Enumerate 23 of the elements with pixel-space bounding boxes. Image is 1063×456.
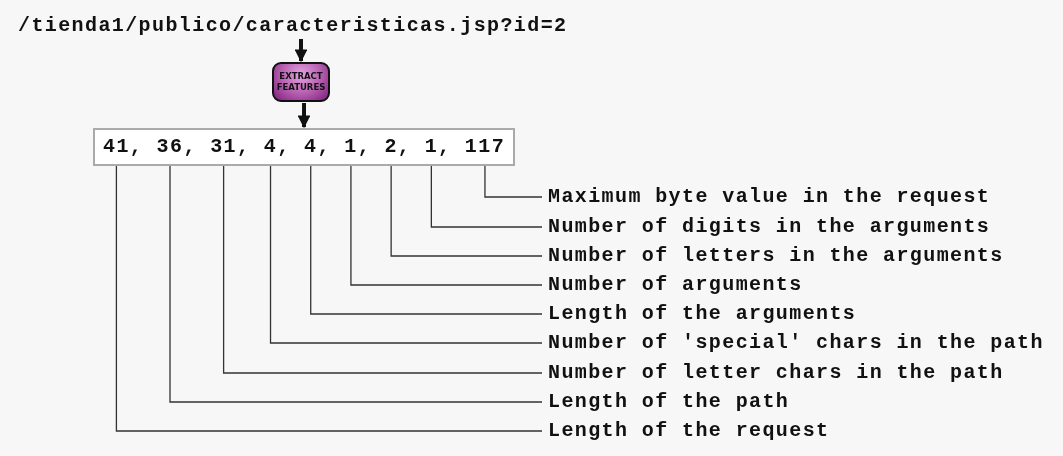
leader-line <box>269 165 543 344</box>
leader-line <box>484 165 543 198</box>
feature-vector-box: 41, 36, 31, 4, 4, 1, 2, 1, 117 <box>93 128 516 166</box>
feature-description: Length of the arguments <box>548 302 857 326</box>
feature-description: Maximum byte value in the request <box>548 185 991 209</box>
arrow <box>294 39 308 63</box>
leader-line <box>430 165 543 228</box>
leader-line <box>115 165 543 432</box>
leader-line <box>310 165 543 315</box>
feature-description: Number of 'special' chars in the path <box>548 331 1044 355</box>
leader-line <box>390 165 543 257</box>
arrow <box>297 103 311 129</box>
url-text: /tienda1/publico/caracteristicas.jsp?id=2 <box>18 14 568 38</box>
leader-line <box>222 165 543 374</box>
feature-description: Number of letter chars in the path <box>548 361 1004 385</box>
feature-description: Number of letters in the arguments <box>548 244 1004 268</box>
feature-description: Length of the path <box>548 390 790 414</box>
feature-description: Length of the request <box>548 419 830 443</box>
leader-line <box>350 165 543 286</box>
leader-line <box>169 165 543 403</box>
process-button: EXTRACT FEATURES <box>272 62 330 102</box>
feature-description: Number of digits in the arguments <box>548 215 991 239</box>
feature-description: Number of arguments <box>548 273 803 297</box>
